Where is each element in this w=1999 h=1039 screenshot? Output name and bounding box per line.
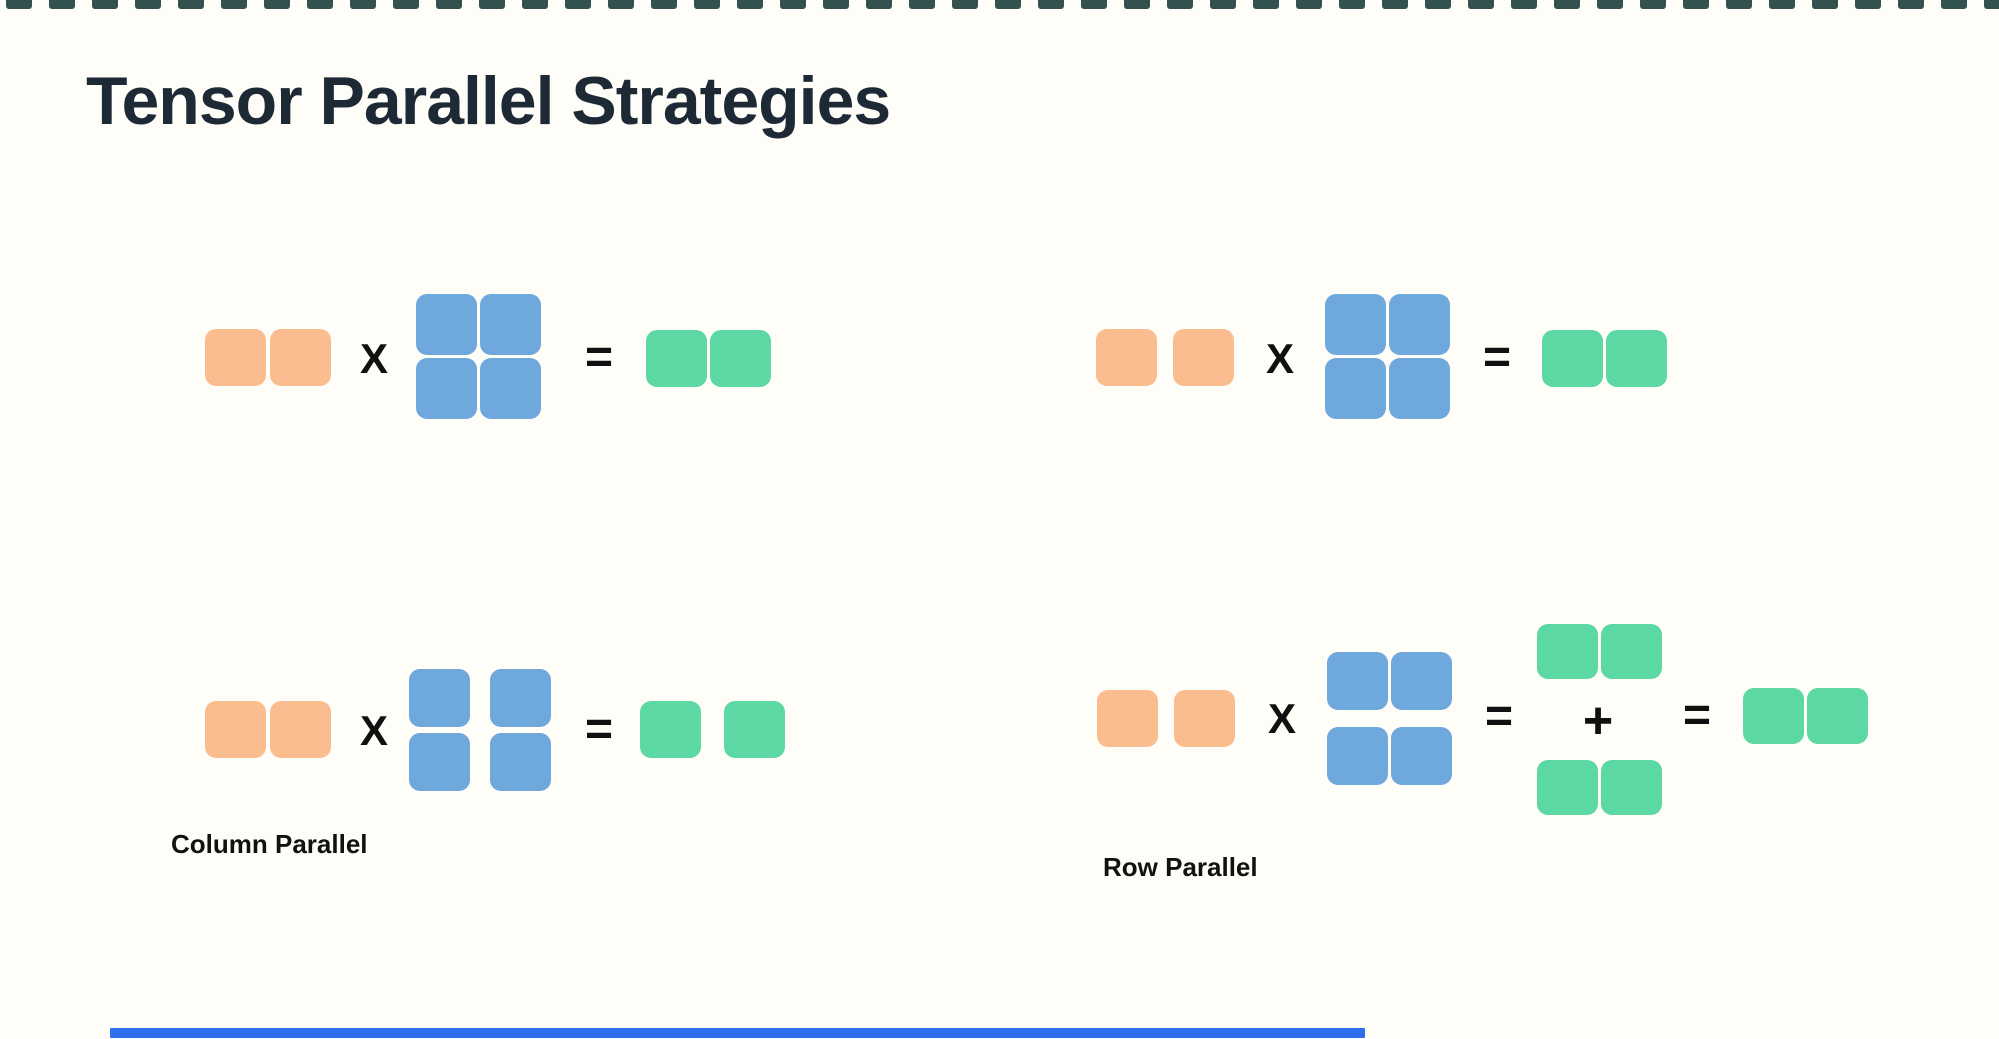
filmstrip-tile (823, 0, 849, 9)
top-filmstrip (0, 0, 1999, 12)
filmstrip-tile (436, 0, 462, 9)
filmstrip-tile (1554, 0, 1580, 9)
output-matrix-split-block (640, 701, 701, 758)
filmstrip-tile (565, 0, 591, 9)
filmstrip-tile (1812, 0, 1838, 9)
filmstrip-tile (522, 0, 548, 9)
weight-matrix-row-split-block (1391, 727, 1452, 785)
weight-matrix-column-split-block (490, 669, 551, 727)
output-matrix-block (1606, 330, 1667, 387)
filmstrip-tile (651, 0, 677, 9)
filmstrip-tile (1941, 0, 1967, 9)
filmstrip-tile (1726, 0, 1752, 9)
multiply-operator: X (359, 707, 389, 754)
weight-matrix-block (480, 294, 541, 355)
filmstrip-tile (479, 0, 505, 9)
weight-matrix-block (416, 294, 477, 355)
weight-matrix-column-split-block (409, 669, 470, 727)
input-matrix-block (270, 329, 331, 386)
multiply-operator: X (1265, 335, 1295, 382)
filmstrip-tile (264, 0, 290, 9)
filmstrip-tile (694, 0, 720, 9)
partial-output-top-block (1601, 624, 1662, 679)
equals-operator: = (584, 331, 614, 384)
input-matrix-block (205, 701, 266, 758)
partial-output-bottom-block (1601, 760, 1662, 815)
page-title: Tensor Parallel Strategies (86, 63, 891, 139)
filmstrip-tile (952, 0, 978, 9)
filmstrip-tile (1683, 0, 1709, 9)
filmstrip-tile (737, 0, 763, 9)
filmstrip-tile (92, 0, 118, 9)
filmstrip-tile (178, 0, 204, 9)
filmstrip-tile (1511, 0, 1537, 9)
filmstrip-tile (1167, 0, 1193, 9)
filmstrip-tile (135, 0, 161, 9)
multiply-operator: X (359, 335, 389, 382)
weight-matrix-row-split-block (1327, 727, 1388, 785)
weight-matrix-row-split-block (1327, 652, 1388, 710)
filmstrip-tile (49, 0, 75, 9)
weight-matrix-row-split-block (1391, 652, 1452, 710)
filmstrip-tile (1769, 0, 1795, 9)
partial-output-top-block (1537, 624, 1598, 679)
weight-matrix-block (480, 358, 541, 419)
equals-operator: = (584, 703, 614, 756)
column-parallel-label: Column Parallel (171, 829, 368, 859)
filmstrip-tile (608, 0, 634, 9)
weight-matrix-block (1389, 294, 1450, 355)
video-progress-bar[interactable] (110, 1028, 1365, 1038)
filmstrip-tile (1038, 0, 1064, 9)
filmstrip-tile (1425, 0, 1451, 9)
weight-matrix-block (1325, 294, 1386, 355)
filmstrip-tile (393, 0, 419, 9)
input-matrix-split-block (1173, 329, 1234, 386)
output-matrix-block (1743, 688, 1804, 744)
weight-matrix-column-split-block (409, 733, 470, 791)
partial-output-bottom-block (1537, 760, 1598, 815)
filmstrip-tile (995, 0, 1021, 9)
filmstrip-tile (1339, 0, 1365, 9)
output-matrix-block (1807, 688, 1868, 744)
filmstrip-tile (1081, 0, 1107, 9)
filmstrip-tile (1296, 0, 1322, 9)
filmstrip-tile (307, 0, 333, 9)
filmstrip-tile (6, 0, 32, 9)
weight-matrix-block (1389, 358, 1450, 419)
input-matrix-block (205, 329, 266, 386)
filmstrip-tile (1382, 0, 1408, 9)
filmstrip-tile (1640, 0, 1666, 9)
filmstrip-tile (1898, 0, 1924, 9)
equals-operator: = (1484, 690, 1514, 743)
filmstrip-tile (350, 0, 376, 9)
equals-operator-2: = (1682, 689, 1712, 742)
output-matrix-block (710, 330, 771, 387)
weight-matrix-block (416, 358, 477, 419)
filmstrip-tile (1210, 0, 1236, 9)
filmstrip-tile (1253, 0, 1279, 9)
weight-matrix-column-split-block (490, 733, 551, 791)
filmstrip-tile (1124, 0, 1150, 9)
filmstrip-tile (866, 0, 892, 9)
filmstrip-tile (909, 0, 935, 9)
plus-operator: + (1582, 692, 1614, 750)
input-matrix-split-block (1174, 690, 1235, 747)
filmstrip-tile (1468, 0, 1494, 9)
output-matrix-block (1542, 330, 1603, 387)
weight-matrix-block (1325, 358, 1386, 419)
input-matrix-split-block (1097, 690, 1158, 747)
filmstrip-tile (1597, 0, 1623, 9)
output-matrix-split-block (724, 701, 785, 758)
filmstrip-tile (780, 0, 806, 9)
output-matrix-block (646, 330, 707, 387)
filmstrip-tile (1984, 0, 1999, 9)
row-parallel-label: Row Parallel (1103, 852, 1258, 882)
multiply-operator: X (1267, 695, 1297, 742)
equals-operator: = (1482, 331, 1512, 384)
input-matrix-block (270, 701, 331, 758)
input-matrix-split-block (1096, 329, 1157, 386)
filmstrip-tile (1855, 0, 1881, 9)
filmstrip-tile (221, 0, 247, 9)
